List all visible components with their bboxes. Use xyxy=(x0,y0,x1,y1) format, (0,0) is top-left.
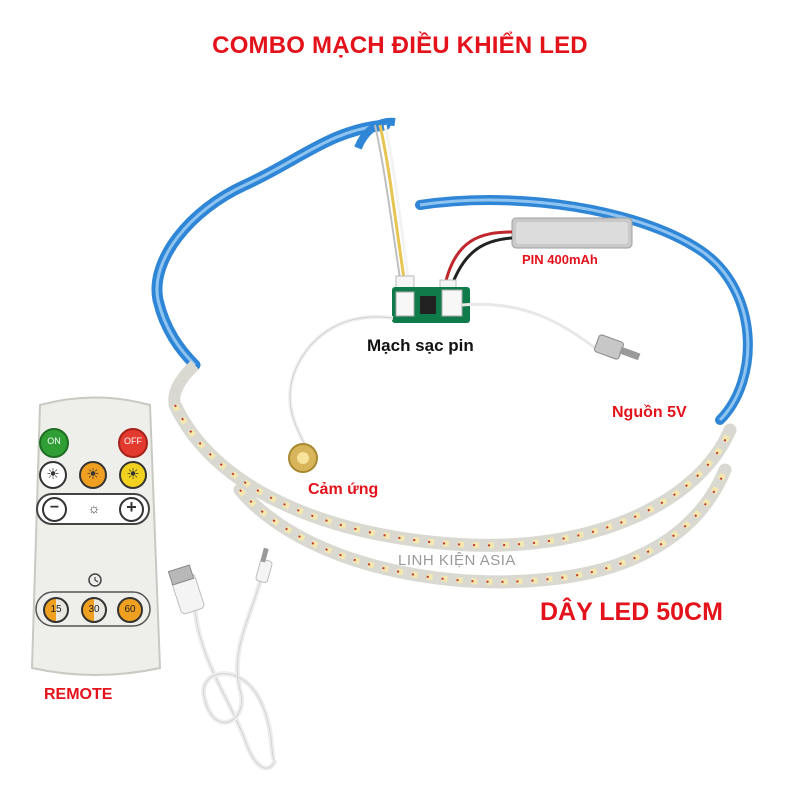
wire-bundle xyxy=(374,124,415,291)
sun-yellow-icon[interactable] xyxy=(119,461,147,489)
power-cable xyxy=(461,302,641,361)
sun-orange-icon[interactable] xyxy=(79,461,107,489)
plus-button[interactable] xyxy=(119,497,144,522)
sun-white-icon[interactable] xyxy=(39,461,67,489)
timer-30-button[interactable] xyxy=(81,597,107,623)
off-button[interactable] xyxy=(118,428,148,458)
brightness-icon: ☼ xyxy=(87,500,101,516)
sun-white-glyph: ☀ xyxy=(46,466,60,483)
page-title: COMBO MẠCH ĐIỀU KHIỂN LED xyxy=(212,32,588,59)
charge-board xyxy=(392,287,470,323)
touch-sensor-label: Cảm ứng xyxy=(308,481,379,498)
remote-label: REMOTE xyxy=(44,686,113,703)
on-button[interactable] xyxy=(39,428,69,458)
charge-board-label: Mạch sạc pin xyxy=(367,336,474,355)
timer-60-button[interactable] xyxy=(117,597,143,623)
on-button-label: ON xyxy=(47,436,61,446)
sun-orange-glyph: ☀ xyxy=(86,466,100,483)
led-strip-front xyxy=(168,360,737,589)
minus-label: − xyxy=(49,499,60,516)
led-strip-back xyxy=(151,117,753,425)
off-button-label: OFF xyxy=(124,436,142,446)
timer-60-label: 60 xyxy=(124,604,136,615)
usb-cable xyxy=(167,547,278,771)
sun-yellow-glyph: ☀ xyxy=(126,466,140,483)
watermark: LINH KIỆN ASIA xyxy=(398,552,516,569)
power-label: Nguồn 5V xyxy=(612,404,687,421)
timer-30-label: 30 xyxy=(88,604,100,615)
battery-label: PIN 400mAh xyxy=(522,252,598,267)
timer-15-button[interactable] xyxy=(43,597,69,623)
minus-button[interactable] xyxy=(42,497,67,522)
led-strip-label: DÂY LED 50CM xyxy=(540,598,723,626)
clock-icon: . xyxy=(84,571,106,572)
plus-label: + xyxy=(126,497,137,517)
timer-15-label: 15 xyxy=(50,604,62,615)
touch-sensor xyxy=(288,314,394,473)
